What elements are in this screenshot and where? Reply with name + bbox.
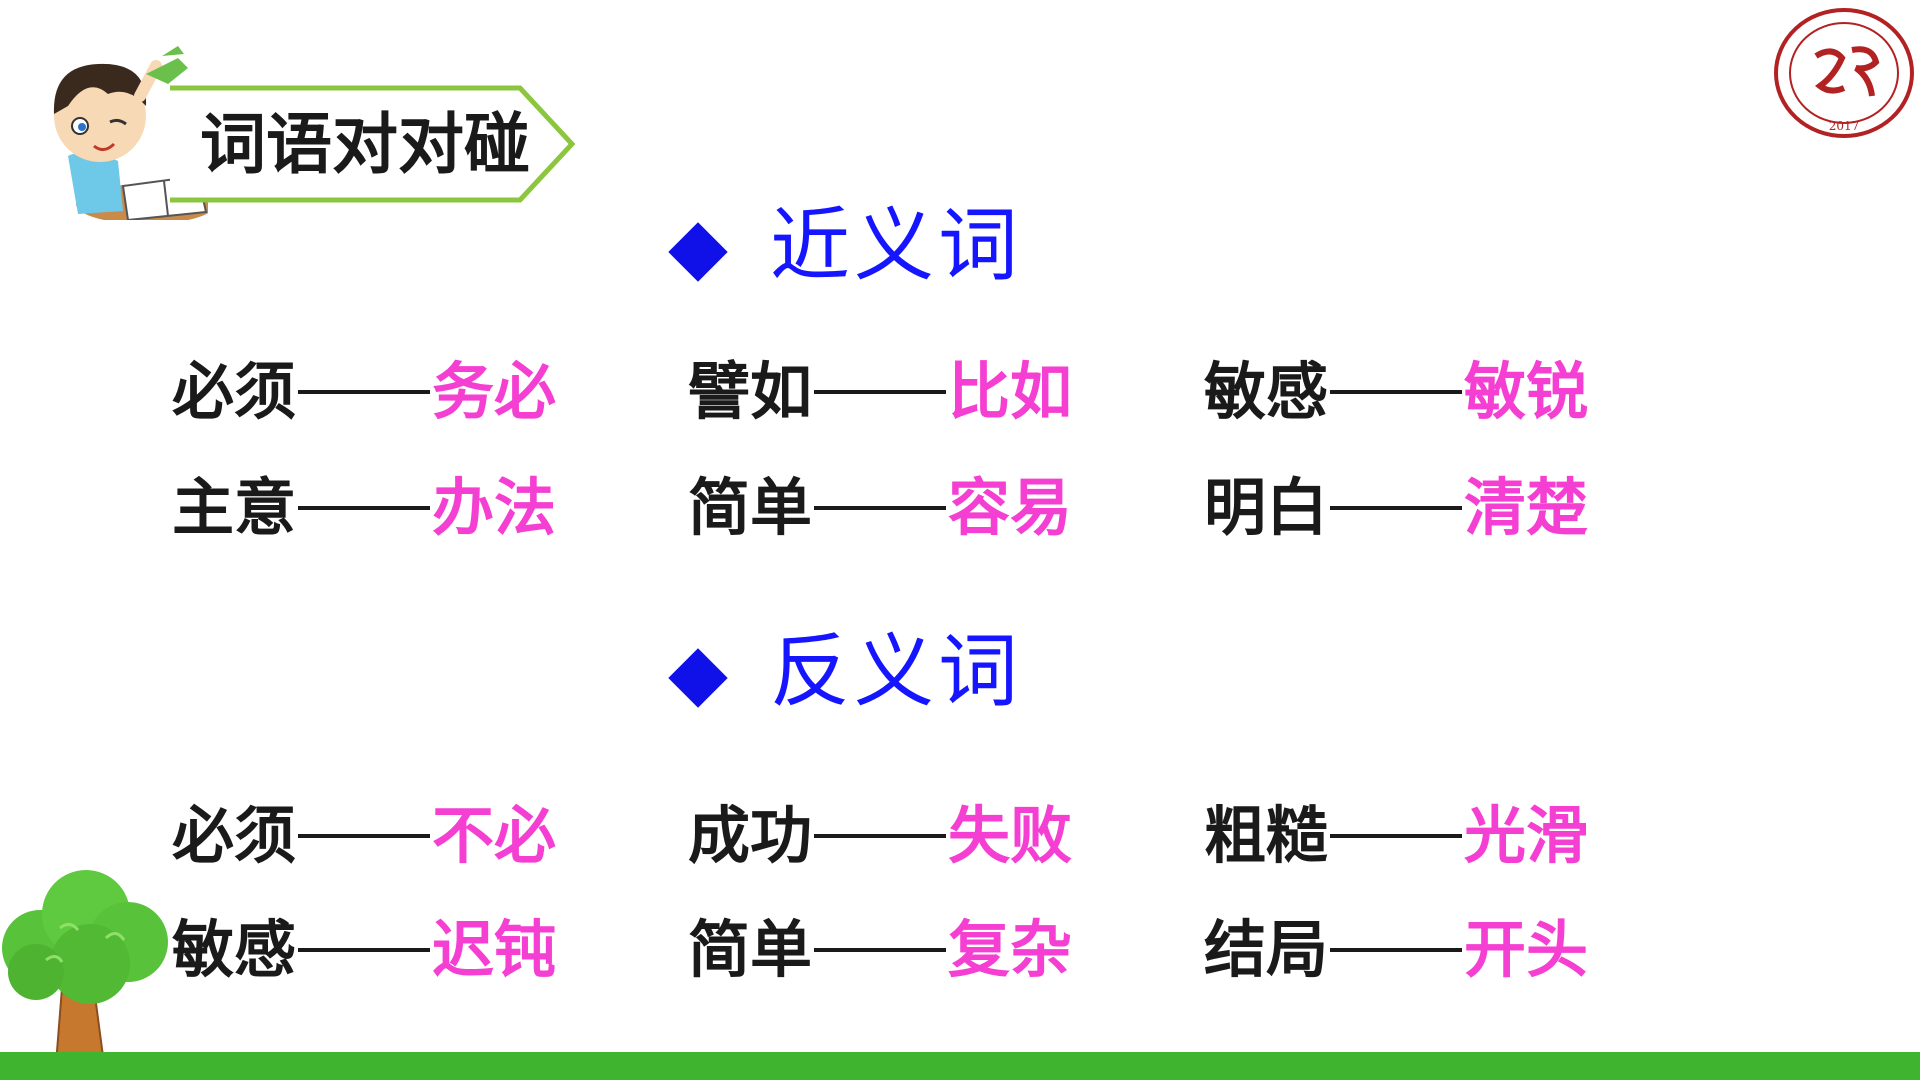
word: 敏感 xyxy=(1204,355,1329,428)
word: 粗糙 xyxy=(1204,799,1329,872)
answer-word: 光滑 xyxy=(1464,799,1589,872)
synonym-pair: 简单 容易 xyxy=(688,468,1072,548)
answer-word: 迟钝 xyxy=(432,913,557,986)
answer-word: 务必 xyxy=(432,355,557,428)
dash xyxy=(814,506,947,510)
dash xyxy=(1330,948,1463,952)
answer-word: 比如 xyxy=(948,355,1073,428)
dash xyxy=(814,390,947,394)
word: 简单 xyxy=(688,471,813,544)
answer-word: 办法 xyxy=(432,471,557,544)
antonym-pair: 简单 复杂 xyxy=(688,910,1072,990)
synonym-pair: 譬如 比如 xyxy=(688,352,1072,432)
word: 必须 xyxy=(172,355,297,428)
antonym-pair: 敏感 迟钝 xyxy=(172,910,556,990)
answer-word: 开头 xyxy=(1464,913,1589,986)
boy-reading-illustration xyxy=(53,46,208,220)
synonyms-heading-text: 近义词 xyxy=(770,199,1022,292)
diamond-bullet-icon xyxy=(668,222,728,282)
diamond-bullet-icon xyxy=(668,648,728,708)
answer-word: 复杂 xyxy=(948,913,1073,986)
antonym-pair: 成功 失败 xyxy=(688,796,1072,876)
school-seal-logo: 2017 xyxy=(1774,8,1914,138)
dash xyxy=(814,948,947,952)
dash xyxy=(814,834,947,838)
word: 成功 xyxy=(688,799,813,872)
dash xyxy=(1330,834,1463,838)
dash xyxy=(1330,506,1463,510)
seal-year: 2017 xyxy=(1829,119,1860,133)
word: 必须 xyxy=(172,799,297,872)
dash xyxy=(1330,390,1463,394)
title-badge xyxy=(170,85,576,203)
antonyms-heading-text: 反义词 xyxy=(770,625,1022,718)
word: 简单 xyxy=(688,913,813,986)
antonym-pair: 必须 不必 xyxy=(172,796,556,876)
tree-illustration xyxy=(2,870,168,1065)
page-title: 词语对对碰 xyxy=(200,106,530,183)
dash xyxy=(298,834,431,838)
synonym-pair: 必须 务必 xyxy=(172,352,556,432)
word: 敏感 xyxy=(172,913,297,986)
word: 明白 xyxy=(1204,471,1329,544)
dash xyxy=(298,948,431,952)
answer-word: 容易 xyxy=(948,471,1073,544)
grass-strip xyxy=(0,1052,1920,1080)
answer-word: 不必 xyxy=(432,799,557,872)
answer-word: 敏锐 xyxy=(1464,355,1589,428)
answer-word: 失败 xyxy=(948,799,1073,872)
synonym-pair: 明白 清楚 xyxy=(1204,468,1588,548)
dash xyxy=(298,506,431,510)
word: 主意 xyxy=(172,471,297,544)
synonym-pair: 敏感 敏锐 xyxy=(1204,352,1588,432)
antonym-pair: 粗糙 光滑 xyxy=(1204,796,1588,876)
synonym-pair: 主意 办法 xyxy=(172,468,556,548)
answer-word: 清楚 xyxy=(1464,471,1589,544)
antonym-pair: 结局 开头 xyxy=(1204,910,1588,990)
word: 结局 xyxy=(1204,913,1329,986)
dash xyxy=(298,390,431,394)
word: 譬如 xyxy=(688,355,813,428)
